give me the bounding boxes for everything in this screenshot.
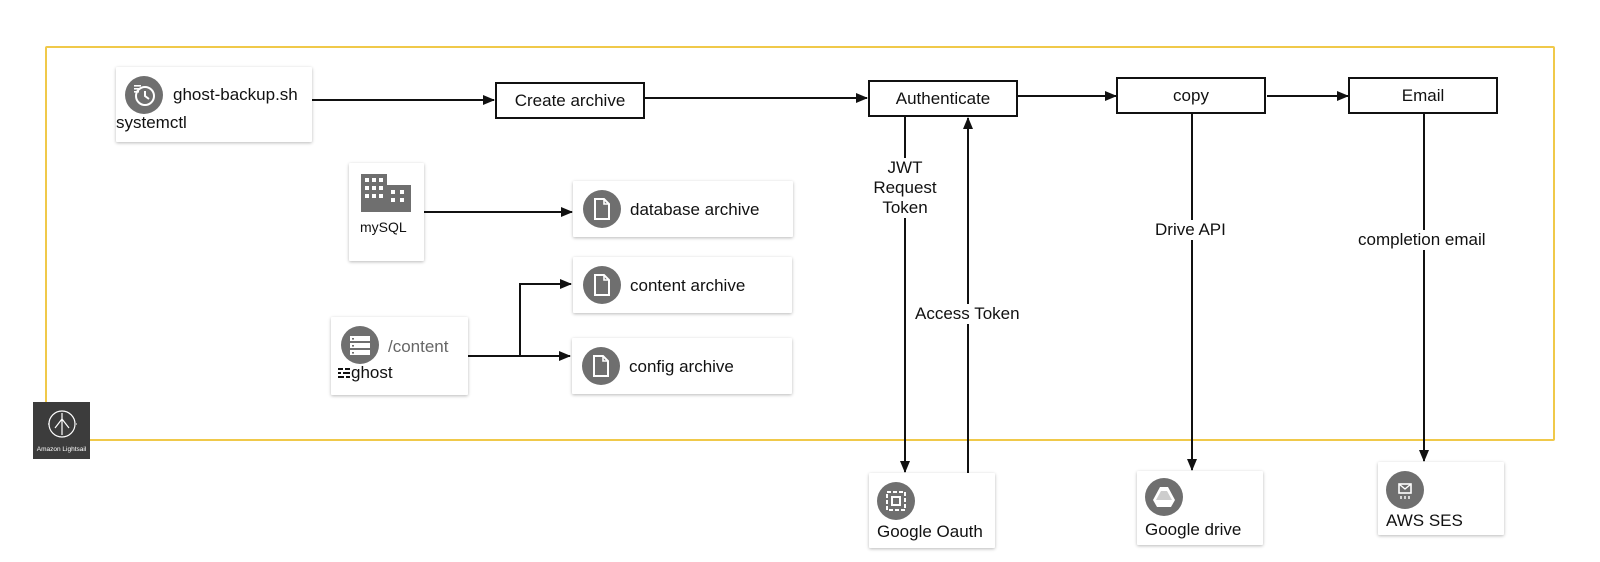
edge-label-drive-api: Drive API [1155,220,1226,240]
create-archive-step[interactable]: Create archive [495,82,645,119]
ghost-content-card[interactable]: /content ghost [331,317,468,395]
oauth-security-icon [877,482,915,520]
ghost-logo-icon [338,368,350,378]
ses-email-icon [1386,471,1424,509]
edge-label-jwt: JWT Request Token [870,158,940,218]
email-step[interactable]: Email [1348,77,1498,114]
lightsail-label: Amazon Lightsail [36,446,87,453]
content-archive-label: content archive [630,276,746,295]
aws-ses-card[interactable]: AWS SES [1378,462,1504,535]
ghost-backup-title: ghost-backup.sh [173,85,298,104]
edge-ghost-to-content [468,279,572,357]
scheduled-backup-icon [125,76,163,114]
file-icon [583,266,621,304]
lightsail-badge: Amazon Lightsail [33,402,90,459]
google-drive-icon [1145,478,1183,516]
aws-ses-label: AWS SES [1386,511,1463,530]
database-archive-card[interactable]: database archive [573,181,793,237]
file-icon [583,190,621,228]
server-icon [341,326,379,364]
mysql-label: mySQL [360,219,407,235]
database-archive-label: database archive [630,200,760,219]
authenticate-step[interactable]: Authenticate [868,80,1018,117]
lightsail-boundary [45,46,1555,441]
database-building-icon [361,174,411,212]
copy-step[interactable]: copy [1116,77,1266,114]
google-oauth-label: Google Oauth [877,522,983,541]
config-archive-label: config archive [629,357,734,376]
google-oauth-card[interactable]: Google Oauth [869,473,995,548]
ghost-backup-card[interactable]: ghost-backup.sh systemctl [116,67,312,142]
mysql-card[interactable]: mySQL [349,163,424,261]
google-drive-label: Google drive [1145,520,1242,539]
edge-label-completion-email: completion email [1358,230,1486,250]
file-icon [582,347,620,385]
config-archive-card[interactable]: config archive [572,338,792,394]
ghost-label: ghost [351,363,393,382]
lightsail-icon [47,410,77,438]
edge-label-access-token: Access Token [915,304,1020,324]
content-archive-card[interactable]: content archive [573,257,792,313]
google-drive-card[interactable]: Google drive [1137,471,1263,545]
systemctl-label: systemctl [116,113,187,132]
content-path-label: /content [388,337,449,356]
